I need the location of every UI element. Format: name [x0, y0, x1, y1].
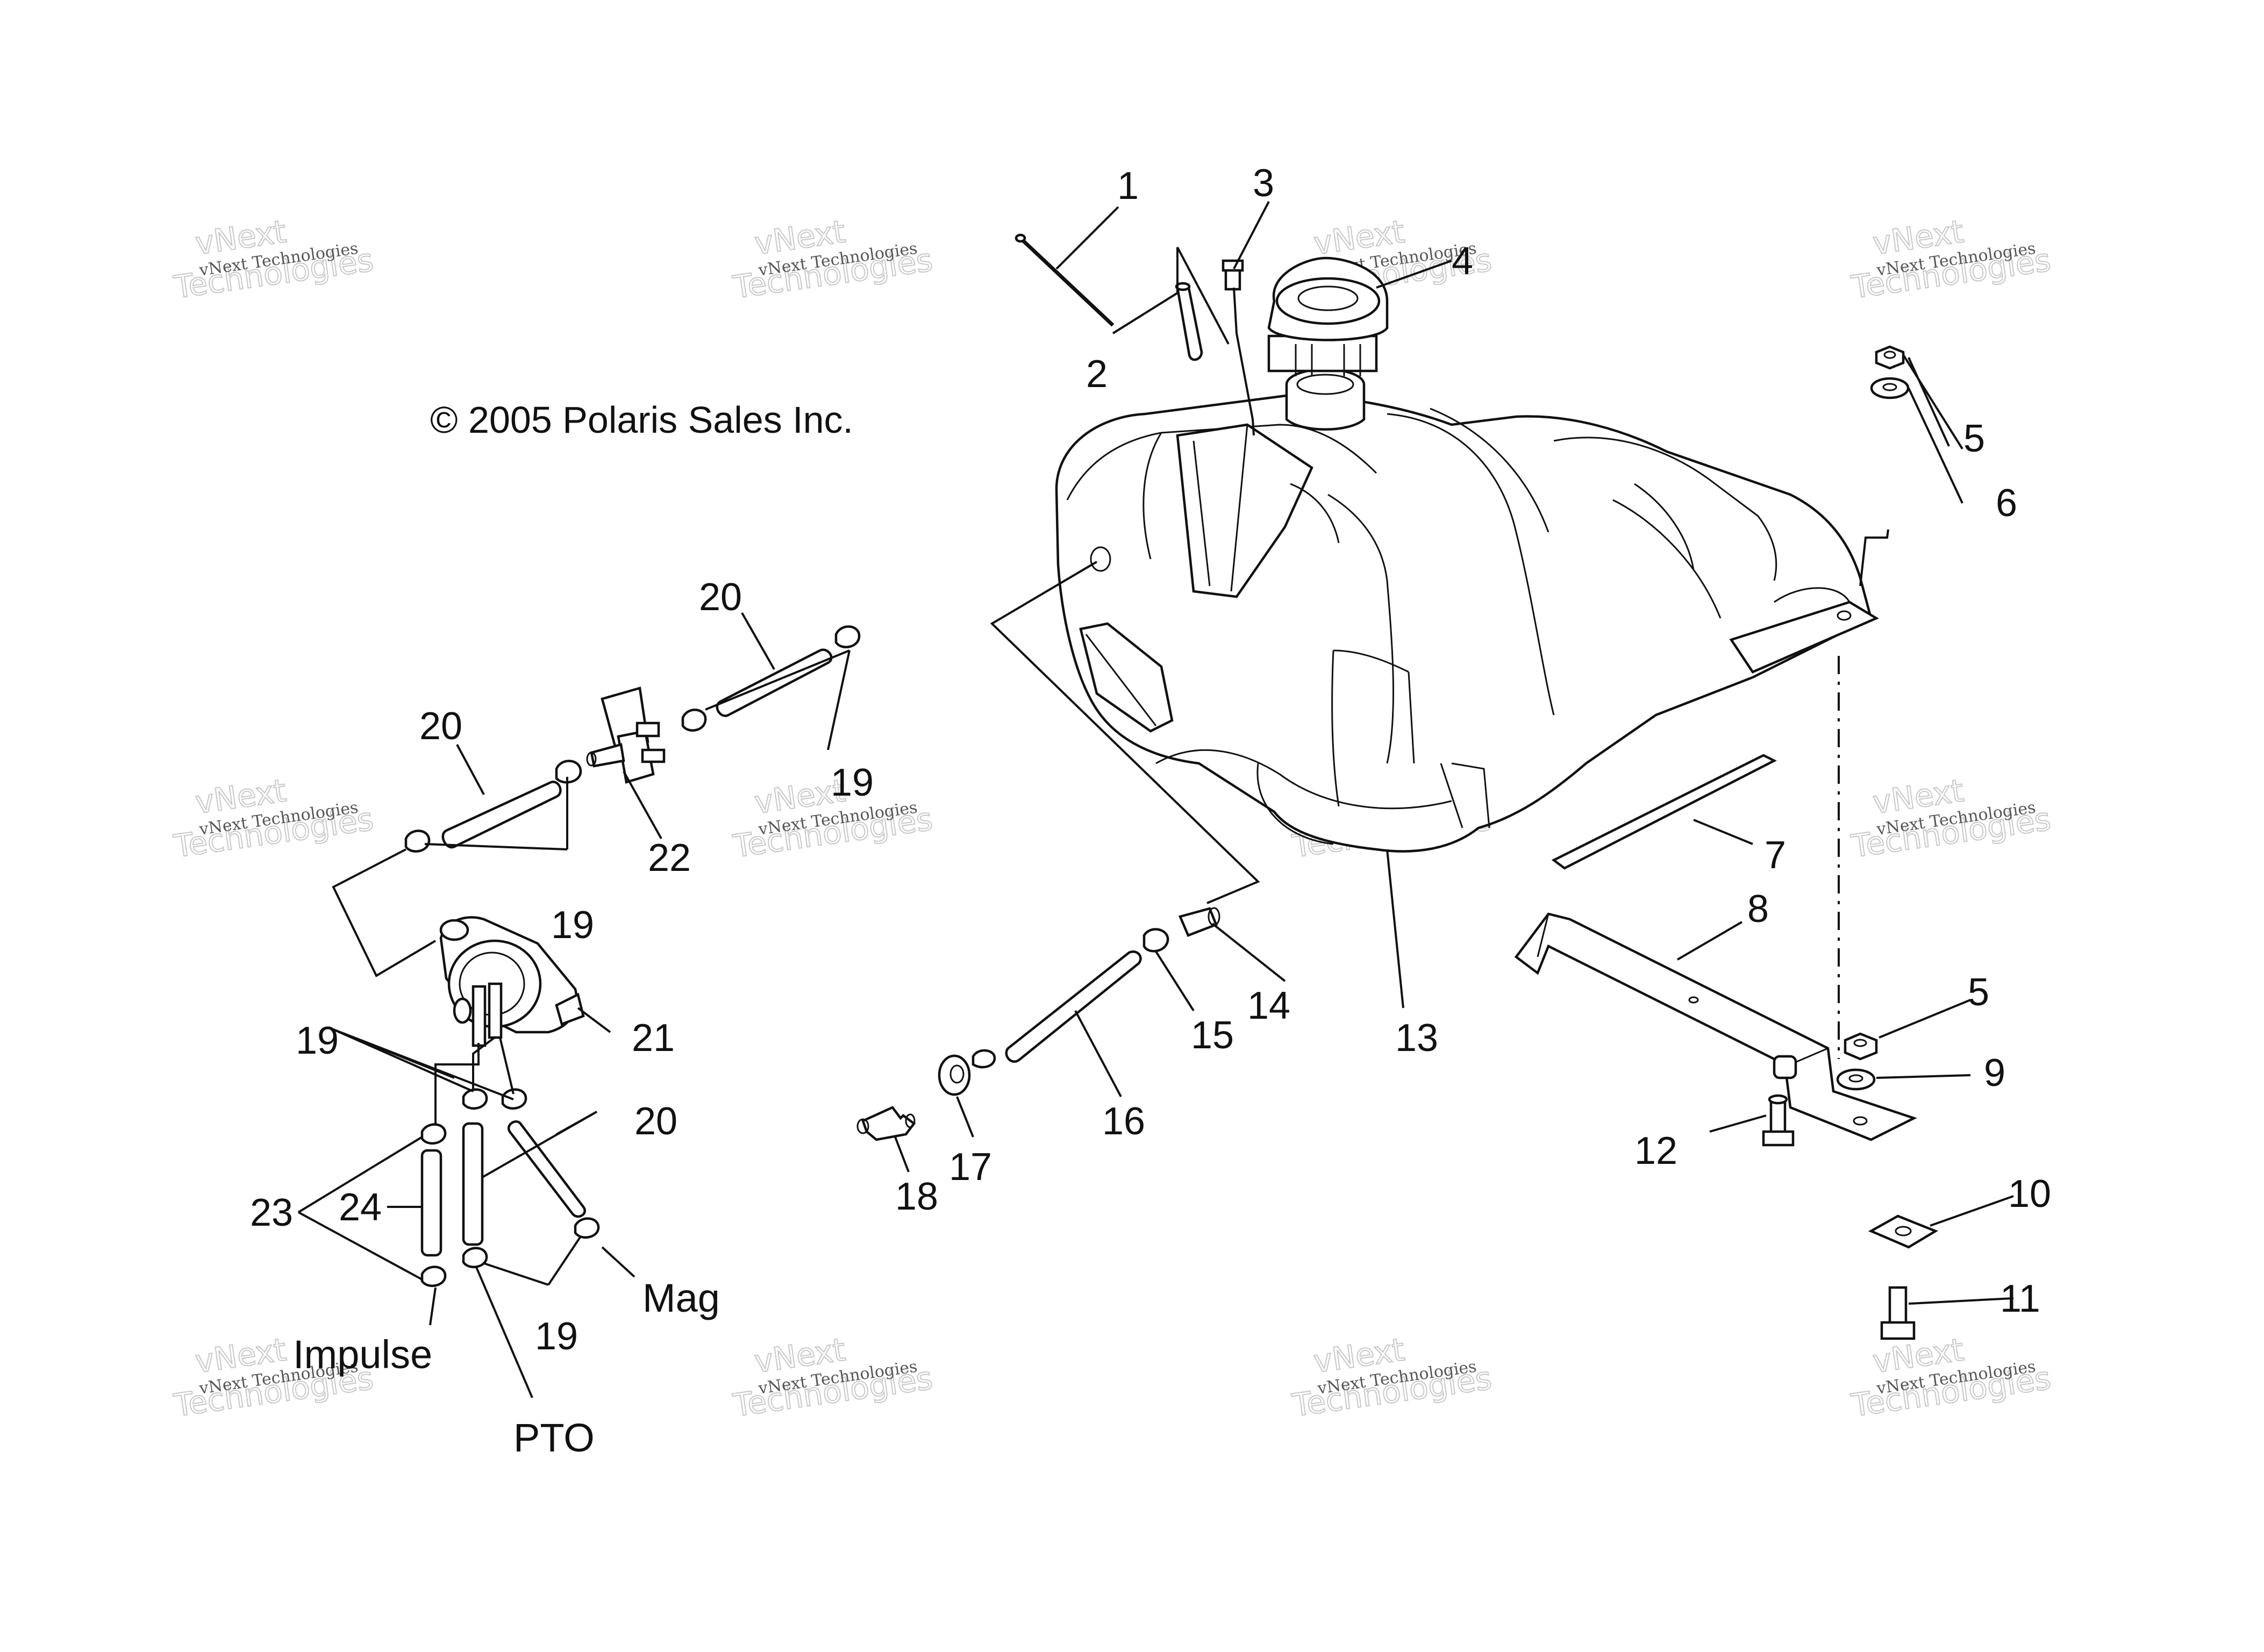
callout-24: 24 [339, 1186, 382, 1229]
watermark: vNext Technologies vNext Technologies [171, 212, 376, 306]
vent-hose[interactable] [1175, 282, 1203, 361]
callout-2: 2 [1086, 353, 1108, 396]
callout-5-top: 5 [1963, 417, 1985, 460]
callout-18: 18 [895, 1175, 938, 1218]
impulse-hose[interactable] [420, 1149, 442, 1257]
nut[interactable] [1844, 1032, 1878, 1061]
hose-clamp[interactable] [420, 1265, 447, 1288]
watermark: vNext Technologies vNext Technologies [730, 771, 935, 865]
fuel-hose-segment[interactable] [716, 648, 833, 717]
cable-tie[interactable] [1015, 233, 1115, 327]
hose-clamp[interactable] [1142, 928, 1169, 953]
hose-clamp[interactable] [404, 829, 431, 853]
connection-line [499, 1037, 515, 1095]
tank-pad[interactable] [1551, 754, 1777, 870]
hose-clamp[interactable] [462, 1088, 488, 1110]
callout-13: 13 [1395, 1017, 1438, 1060]
callout-19-b: 19 [551, 904, 594, 947]
callout-1: 1 [1117, 165, 1139, 208]
vent-fitting[interactable] [1222, 259, 1244, 291]
fuel-fitting[interactable] [856, 1106, 916, 1141]
callout-4: 4 [1452, 240, 1473, 283]
pto-hose[interactable] [462, 1122, 484, 1246]
tank-fitting[interactable] [1178, 907, 1220, 937]
pto-label: PTO [513, 1415, 595, 1460]
callout-8: 8 [1747, 888, 1769, 931]
watermarks: vNext Technologies vNext Technologies vN… [171, 212, 2053, 1424]
leader-lines [297, 201, 2014, 1398]
callout-3: 3 [1253, 162, 1274, 205]
fuel-valve[interactable] [586, 686, 666, 784]
callout-5-bottom: 5 [1968, 971, 1989, 1014]
hose-clamp[interactable] [501, 1088, 527, 1110]
callout-15: 15 [1191, 1014, 1234, 1057]
callout-21: 21 [632, 1017, 675, 1060]
copyright-text: © 2005 Polaris Sales Inc. [430, 399, 853, 441]
mag-hose[interactable] [507, 1120, 586, 1218]
watermark: vNext Technologies vNext Technologies [730, 1331, 935, 1424]
callout-6: 6 [1996, 482, 2017, 525]
washer[interactable] [1836, 1068, 1876, 1091]
callout-7: 7 [1765, 834, 1786, 877]
connection-line [434, 1043, 480, 1124]
watermark: vNext Technologies vNext Technologies [1848, 212, 2053, 306]
callout-labels: 1 2 3 4 5 6 5 7 8 9 10 11 12 13 14 15 16… [250, 162, 2051, 1358]
callout-10: 10 [2008, 1172, 2051, 1215]
callout-20-c: 20 [634, 1100, 677, 1143]
fuel-pump[interactable] [439, 916, 585, 1047]
grommet[interactable] [938, 1049, 996, 1096]
callout-20-a: 20 [699, 576, 742, 619]
callout-17: 17 [949, 1146, 992, 1189]
callout-23: 23 [250, 1191, 293, 1234]
watermark: vNext Technologies vNext Technologies [730, 212, 935, 306]
fuel-hose[interactable] [1005, 950, 1142, 1063]
hose-clamp[interactable] [681, 709, 707, 732]
connection-line [332, 848, 437, 977]
bolt[interactable] [1880, 1286, 1916, 1340]
connection-line [990, 561, 1260, 904]
callout-9: 9 [1984, 1052, 2005, 1095]
callout-11: 11 [2000, 1277, 2040, 1320]
mag-label: Mag [642, 1276, 720, 1320]
watermark: vNext Technologies vNext Technologies [1848, 771, 2053, 865]
callout-20-b: 20 [419, 705, 462, 748]
mount-pad[interactable] [1868, 1214, 1939, 1249]
fuel-cap[interactable] [1267, 256, 1389, 376]
hose-clamp[interactable] [555, 760, 582, 784]
callout-12: 12 [1634, 1129, 1677, 1172]
callout-19-c: 19 [296, 1019, 339, 1062]
nut[interactable] [1875, 345, 1905, 370]
impulse-label: Impulse [293, 1332, 432, 1377]
fuel-tank[interactable] [1055, 368, 1879, 853]
watermark: vNext Technologies vNext Technologies [1289, 1331, 1494, 1424]
fuel-hose-segment[interactable] [441, 781, 562, 849]
watermark: vNext Technologies vNext Technologies [171, 771, 376, 865]
hose-clamp[interactable] [574, 1217, 600, 1239]
callout-19-d: 19 [535, 1315, 578, 1358]
callout-19-a: 19 [831, 761, 874, 804]
tank-bracket[interactable] [1514, 912, 1917, 1141]
watermark: vNext Technologies vNext Technologies [1848, 1331, 2053, 1424]
hose-clamp[interactable] [834, 625, 861, 648]
bolt[interactable] [1762, 1094, 1795, 1147]
hose-clamp[interactable] [420, 1123, 447, 1145]
washer[interactable] [1870, 377, 1910, 399]
callout-16: 16 [1102, 1100, 1145, 1143]
callout-14: 14 [1247, 984, 1290, 1027]
callout-22: 22 [648, 836, 691, 879]
hose-clamp[interactable] [462, 1247, 488, 1269]
connection-line [472, 1036, 496, 1091]
